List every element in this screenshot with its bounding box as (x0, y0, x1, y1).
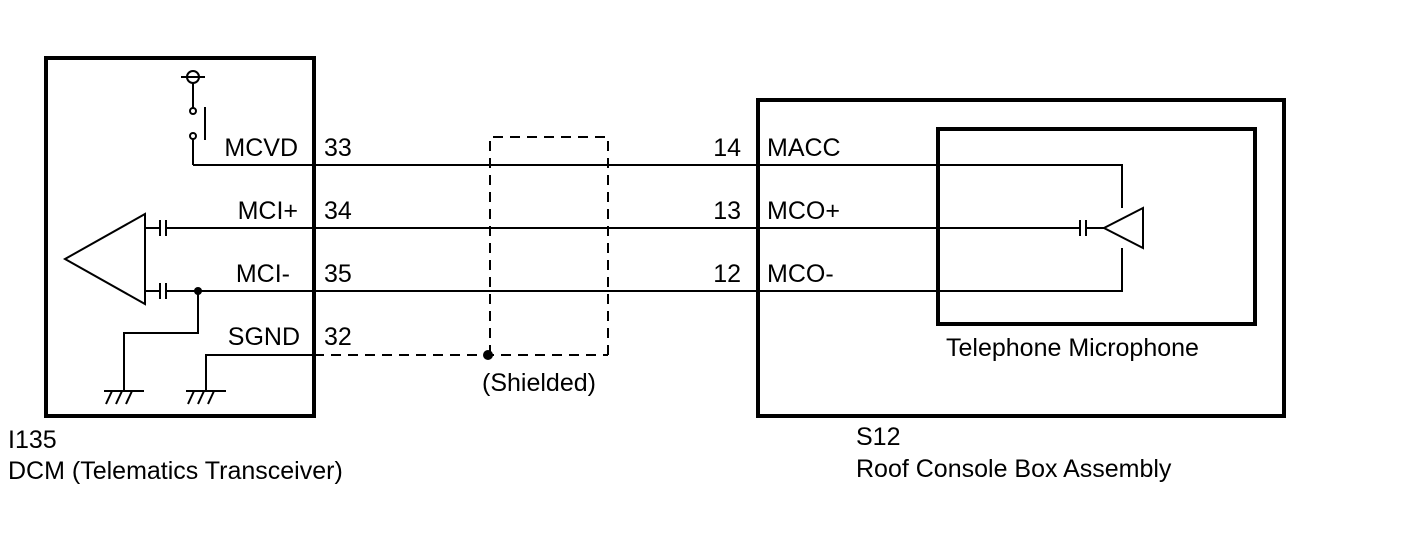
pin-label-14: 14 (713, 134, 741, 162)
pin-label-13: 13 (713, 197, 741, 225)
telephone-microphone-label: Telephone Microphone (946, 334, 1199, 362)
ground-icon (186, 390, 226, 405)
capacitor-icon (145, 220, 167, 236)
signal-label-mco-plus: MCO+ (767, 197, 840, 225)
dcm-name-label: DCM (Telematics Transceiver) (8, 457, 343, 485)
roof-console-name-label: Roof Console Box Assembly (856, 455, 1172, 483)
dcm-id-label: I135 (8, 426, 57, 454)
roof-console-id-label: S12 (856, 423, 900, 451)
pin-label-12: 12 (713, 260, 741, 288)
pin-label-35: 35 (324, 260, 352, 288)
shield-label: (Shielded) (482, 369, 596, 397)
wire-ground-branch (123, 291, 199, 391)
telephone-microphone-box (936, 127, 1257, 326)
dcm-box (44, 56, 316, 418)
power-switch-icon (181, 70, 206, 165)
pin-label-32: 32 (324, 323, 352, 351)
amplifier-icon (62, 212, 146, 306)
wire-mci-minus-mco-minus (166, 248, 1123, 292)
signal-label-macc: MACC (767, 134, 841, 162)
shield-outline (314, 136, 609, 360)
signal-label-mcvd: MCVD (224, 134, 298, 162)
pin-label-33: 33 (324, 134, 352, 162)
signal-label-sgnd: SGND (228, 323, 300, 351)
wire-mcvd-macc (193, 164, 1123, 208)
capacitor-icon (145, 283, 167, 299)
wire-sgnd (205, 354, 314, 391)
roof-console-box (756, 98, 1286, 418)
signal-label-mco-minus: MCO- (767, 260, 834, 288)
signal-label-mci-plus: MCI+ (238, 197, 298, 225)
pin-label-34: 34 (324, 197, 352, 225)
ground-icon (104, 390, 144, 405)
signal-label-mci-minus: MCI- (236, 260, 290, 288)
shield-junction-dot (483, 350, 493, 360)
microphone-icon (1079, 206, 1144, 250)
